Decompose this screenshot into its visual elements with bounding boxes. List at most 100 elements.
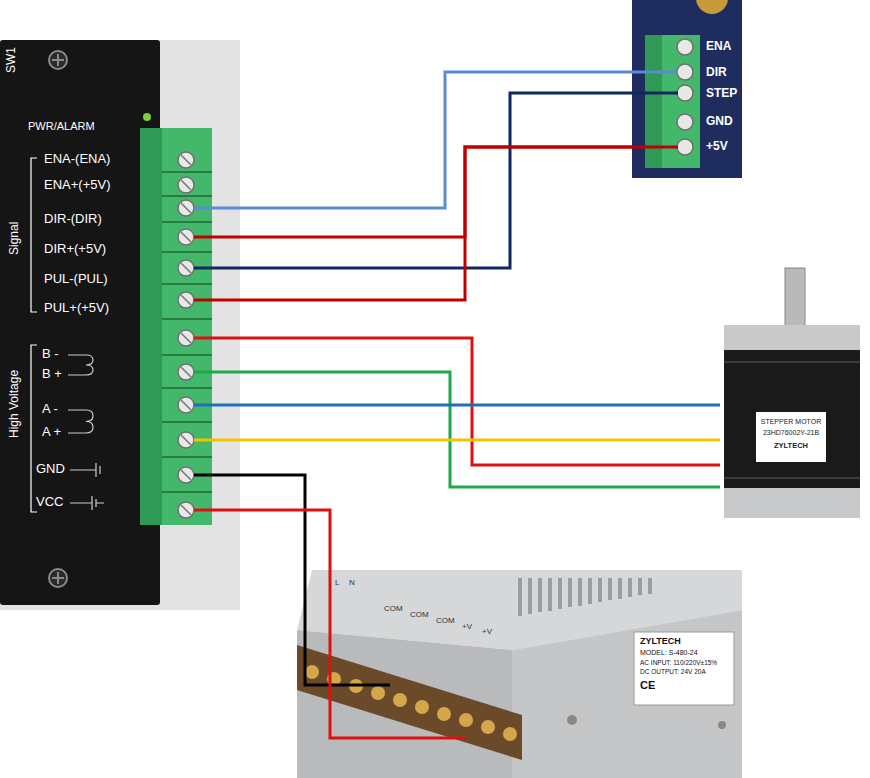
psu-vents bbox=[520, 578, 650, 616]
motor-flange bbox=[724, 325, 860, 353]
terminal-label: A + bbox=[42, 425, 61, 440]
terminal-screw bbox=[677, 139, 693, 155]
pin-label: GND bbox=[706, 115, 733, 129]
psu-hole bbox=[718, 721, 726, 729]
terminal-screw bbox=[393, 693, 407, 707]
led-label: PWR/ALARM bbox=[28, 120, 95, 133]
power-supply: L N COM COM COM +V +V ZYLTECH MODEL: S-480-24 AC … bbox=[272, 570, 742, 778]
terminal-label: B - bbox=[42, 347, 59, 362]
controller-board: ENADIRSTEPGND+5V bbox=[632, 0, 742, 178]
wire-stub bbox=[194, 207, 240, 210]
wire bbox=[240, 147, 632, 300]
terminal-screw bbox=[481, 720, 495, 734]
rating-label: DC OUTPUT: 24V 20A bbox=[640, 668, 706, 675]
terminal-screw bbox=[677, 114, 693, 130]
wire-stub bbox=[305, 570, 390, 685]
group-label: Signal bbox=[8, 222, 22, 255]
group-label: High Voltage bbox=[8, 370, 22, 438]
motor-ridge bbox=[724, 362, 860, 478]
terminal-screw bbox=[677, 39, 693, 55]
motor-body bbox=[724, 350, 860, 490]
terminal-label: COM bbox=[410, 610, 429, 619]
terminal-label: VCC bbox=[36, 495, 63, 510]
group-bracket bbox=[31, 158, 37, 512]
terminal-screw bbox=[503, 727, 517, 741]
stepper-motor: STEPPER MOTOR 23HD76002Y-21B ZYLTECH bbox=[720, 268, 865, 530]
psu-side bbox=[512, 610, 742, 778]
wire bbox=[240, 404, 720, 407]
terminal-block bbox=[140, 128, 212, 525]
wire-stub bbox=[194, 267, 240, 270]
wire-stub bbox=[194, 236, 240, 239]
model-label: MODEL: S-480-24 bbox=[640, 649, 698, 657]
wire-stub bbox=[194, 404, 240, 407]
pin-label: +5V bbox=[706, 140, 728, 154]
photo-ground bbox=[0, 40, 240, 610]
terminal-block-face bbox=[162, 128, 212, 525]
motor-shaft bbox=[785, 268, 805, 328]
terminal-label: ENA+(+5V) bbox=[44, 178, 110, 193]
pin-label: ENA bbox=[706, 40, 731, 54]
wire-stub bbox=[194, 337, 240, 340]
wire-stub bbox=[194, 299, 240, 302]
terminal-label: PUL+(+5V) bbox=[44, 301, 109, 316]
wire bbox=[240, 439, 720, 442]
coil-symbol bbox=[68, 355, 93, 433]
rating-label: AC INPUT: 110/220V±15% bbox=[640, 659, 717, 666]
motor-sticker bbox=[756, 412, 826, 462]
wire-stub bbox=[194, 509, 240, 512]
terminal-label: COM bbox=[436, 616, 455, 625]
terminal-label: N bbox=[349, 578, 355, 587]
terminal-label: +V bbox=[462, 622, 472, 631]
wire-stub bbox=[194, 371, 240, 374]
psu-hole bbox=[567, 715, 577, 725]
wire bbox=[240, 372, 720, 487]
terminal-label: GND bbox=[36, 462, 65, 477]
wire bbox=[240, 510, 330, 570]
board-pad bbox=[696, 0, 728, 14]
wire bbox=[240, 147, 632, 237]
motor-label: STEPPER MOTOR bbox=[756, 418, 826, 426]
status-led bbox=[143, 113, 151, 121]
board-pcb bbox=[632, 0, 742, 178]
terminal-divider bbox=[162, 172, 212, 492]
wire bbox=[240, 475, 305, 570]
photo-ground bbox=[272, 570, 742, 778]
psu-rating-label bbox=[634, 632, 734, 705]
brand-label: ZYLTECH bbox=[640, 636, 681, 646]
stepper-driver: SW1PWR/ALARM ENA-(ENA) ENA+(+5V) DIR-(DIR) D… bbox=[0, 40, 240, 610]
wire-stub bbox=[632, 92, 678, 95]
terminal-screw bbox=[459, 713, 473, 727]
terminal-screw bbox=[371, 686, 385, 700]
screw-slot bbox=[181, 155, 191, 515]
terminal-label: ENA-(ENA) bbox=[44, 152, 110, 167]
wire bbox=[240, 93, 632, 268]
terminal-label: DIR+(+5V) bbox=[44, 242, 106, 257]
terminal-screw bbox=[677, 64, 693, 80]
terminal-label: PUL-(PUL) bbox=[44, 272, 108, 287]
terminal-screw bbox=[437, 707, 451, 721]
cert-mark: CE bbox=[640, 679, 655, 692]
terminal-label: B + bbox=[42, 367, 62, 382]
terminal-screw bbox=[677, 85, 693, 101]
terminal-screw bbox=[415, 700, 429, 714]
wire-stub bbox=[330, 570, 465, 738]
model-number: 23HD76002Y-21B bbox=[756, 429, 826, 437]
switch-label: SW1 bbox=[5, 47, 19, 73]
wire-stub bbox=[194, 474, 240, 477]
terminal-label: +V bbox=[482, 627, 492, 636]
brand-label: ZYLTECH bbox=[756, 442, 826, 451]
terminal-label: COM bbox=[384, 604, 403, 613]
terminal-screw bbox=[305, 665, 319, 679]
terminal-label: DIR-(DIR) bbox=[44, 212, 102, 227]
wire-stub bbox=[194, 439, 240, 442]
driver-body bbox=[0, 40, 160, 605]
motor-flange bbox=[724, 488, 860, 518]
wire-stub bbox=[632, 146, 678, 149]
wire-stub bbox=[632, 71, 678, 74]
terminal-label: A - bbox=[42, 402, 58, 417]
terminal-label: L bbox=[335, 578, 339, 587]
pin-label: DIR bbox=[706, 66, 727, 80]
